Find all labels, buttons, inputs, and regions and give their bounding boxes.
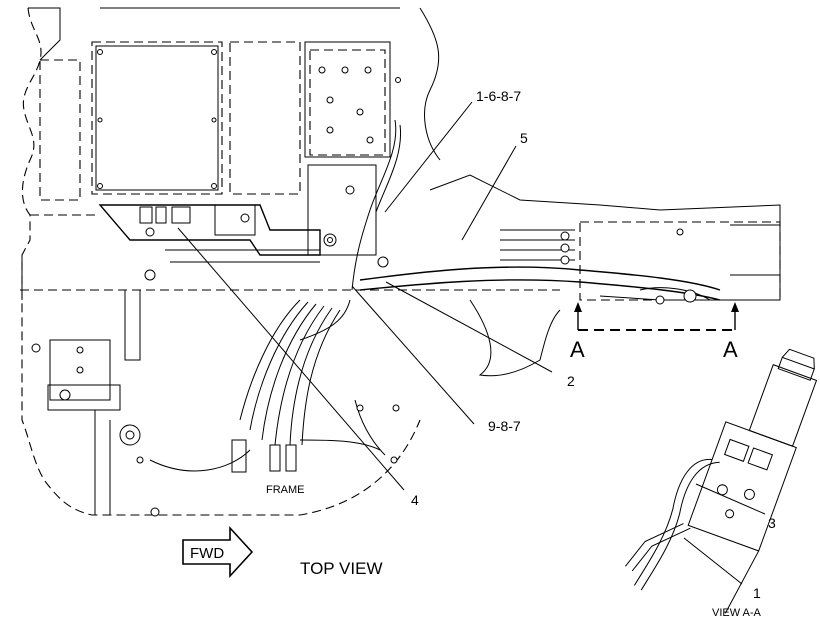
- section-a-a-indicator: [574, 302, 739, 331]
- frame-outline: [20, 7, 560, 516]
- control-box: [39, 41, 301, 201]
- callout-1: 1: [753, 585, 761, 601]
- callout-5: 5: [520, 130, 528, 146]
- hose-bundle: [149, 299, 400, 473]
- leader-lines: [177, 101, 766, 585]
- callout-9-8-7: 9-8-7: [488, 418, 521, 434]
- view-a-a-label: VIEW A-A: [712, 607, 762, 619]
- fwd-label: FWD: [190, 545, 224, 562]
- view-a-a-detail: [625, 348, 818, 614]
- frame-label: FRAME: [266, 484, 305, 496]
- callout-3: 3: [768, 515, 776, 531]
- section-mark-right: A: [723, 337, 738, 362]
- callout-1-6-8-7: 1-6-8-7: [476, 88, 521, 104]
- callout-4: 4: [411, 492, 419, 508]
- section-mark-left: A: [570, 337, 585, 362]
- connector-bracket: [98, 204, 321, 281]
- boom-section: [377, 174, 781, 377]
- valve-plate: [304, 41, 401, 256]
- fwd-arrow: FWD: [182, 525, 254, 579]
- top-view-title: TOP VIEW: [300, 559, 383, 578]
- main-harness: [299, 119, 721, 341]
- callout-2: 2: [567, 373, 575, 389]
- lower-hydraulic-block: [31, 290, 160, 517]
